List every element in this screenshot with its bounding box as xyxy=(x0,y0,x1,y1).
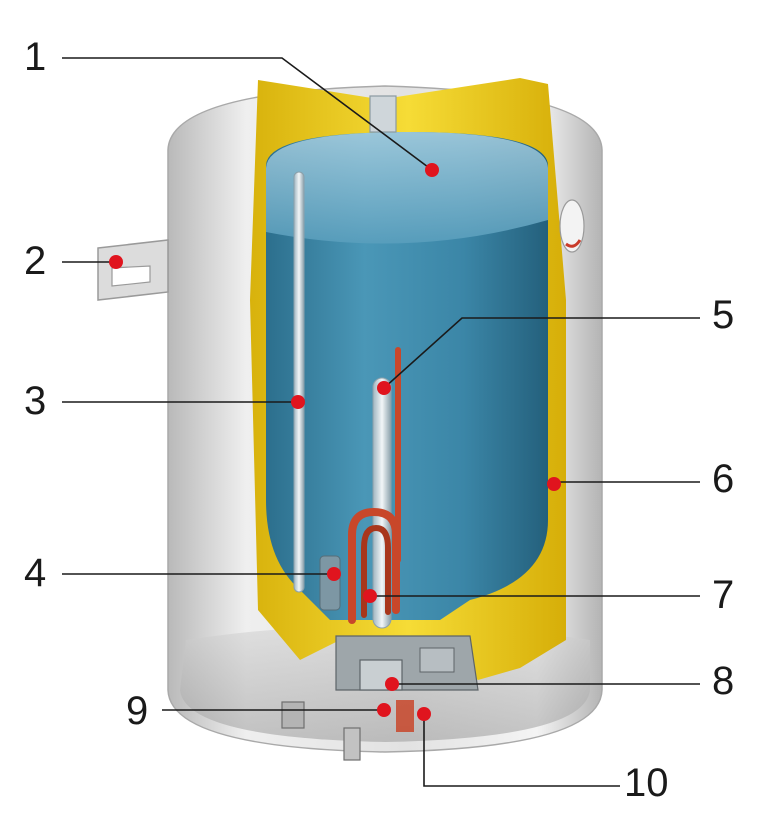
callout-number-4: 4 xyxy=(24,551,46,595)
marker-dot-7 xyxy=(363,589,377,603)
callout-number-7: 7 xyxy=(712,573,734,617)
thermometer-gauge xyxy=(559,199,585,253)
marker-dot-4 xyxy=(327,567,341,581)
leader-line-1 xyxy=(62,57,433,171)
marker-dot-2 xyxy=(109,255,123,269)
marker-dot-6 xyxy=(547,477,561,491)
flange-thermostat-assembly xyxy=(335,635,479,691)
callout-number-8: 8 xyxy=(712,659,734,703)
wall-bracket xyxy=(97,239,169,301)
callout-number-6: 6 xyxy=(712,457,734,501)
marker-dot-5 xyxy=(377,381,391,395)
heating-element xyxy=(348,347,401,624)
leader-line-10 xyxy=(423,714,620,787)
callout-number-2: 2 xyxy=(24,239,46,283)
marker-dot-3 xyxy=(291,395,305,409)
callout-layer: 1 2 3 4 5 6 7 8 9 10 xyxy=(24,35,734,805)
hot-water-outlet-pipe xyxy=(293,171,305,593)
marker-dot-10 xyxy=(417,707,431,721)
callout-number-9: 9 xyxy=(126,689,148,733)
marker-dot-8 xyxy=(385,677,399,691)
marker-dot-1 xyxy=(425,163,439,177)
leader-line-5 xyxy=(383,317,700,389)
marker-dot-9 xyxy=(377,703,391,717)
bottom-connections xyxy=(281,700,414,761)
thermostat-sensor xyxy=(319,555,341,611)
inner-tank xyxy=(266,132,548,620)
callout-number-3: 3 xyxy=(24,379,46,423)
callout-number-5: 5 xyxy=(712,293,734,337)
callout-number-1: 1 xyxy=(24,35,46,79)
callout-number-10: 10 xyxy=(624,761,669,805)
